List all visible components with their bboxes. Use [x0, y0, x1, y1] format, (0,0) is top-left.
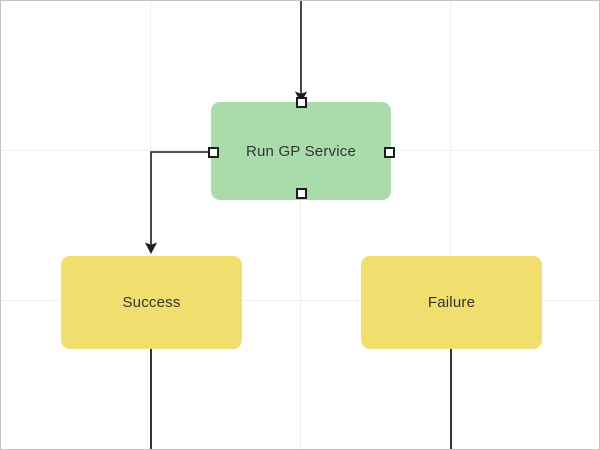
port-bottom-handle[interactable]: [295, 187, 307, 199]
port-right-handle[interactable]: [383, 146, 395, 158]
port-top-handle[interactable]: [295, 96, 307, 108]
node-success[interactable]: Success: [61, 256, 242, 349]
node-label-failure: Failure: [427, 294, 476, 311]
node-run-gp-service[interactable]: Run GP Service: [211, 102, 391, 200]
node-failure[interactable]: Failure: [361, 256, 542, 349]
edge-to-success[interactable]: [144, 151, 208, 254]
node-label-run-gp-service: Run GP Service: [245, 142, 357, 160]
port-left-handle[interactable]: [207, 146, 219, 158]
node-label-success: Success: [122, 294, 181, 311]
